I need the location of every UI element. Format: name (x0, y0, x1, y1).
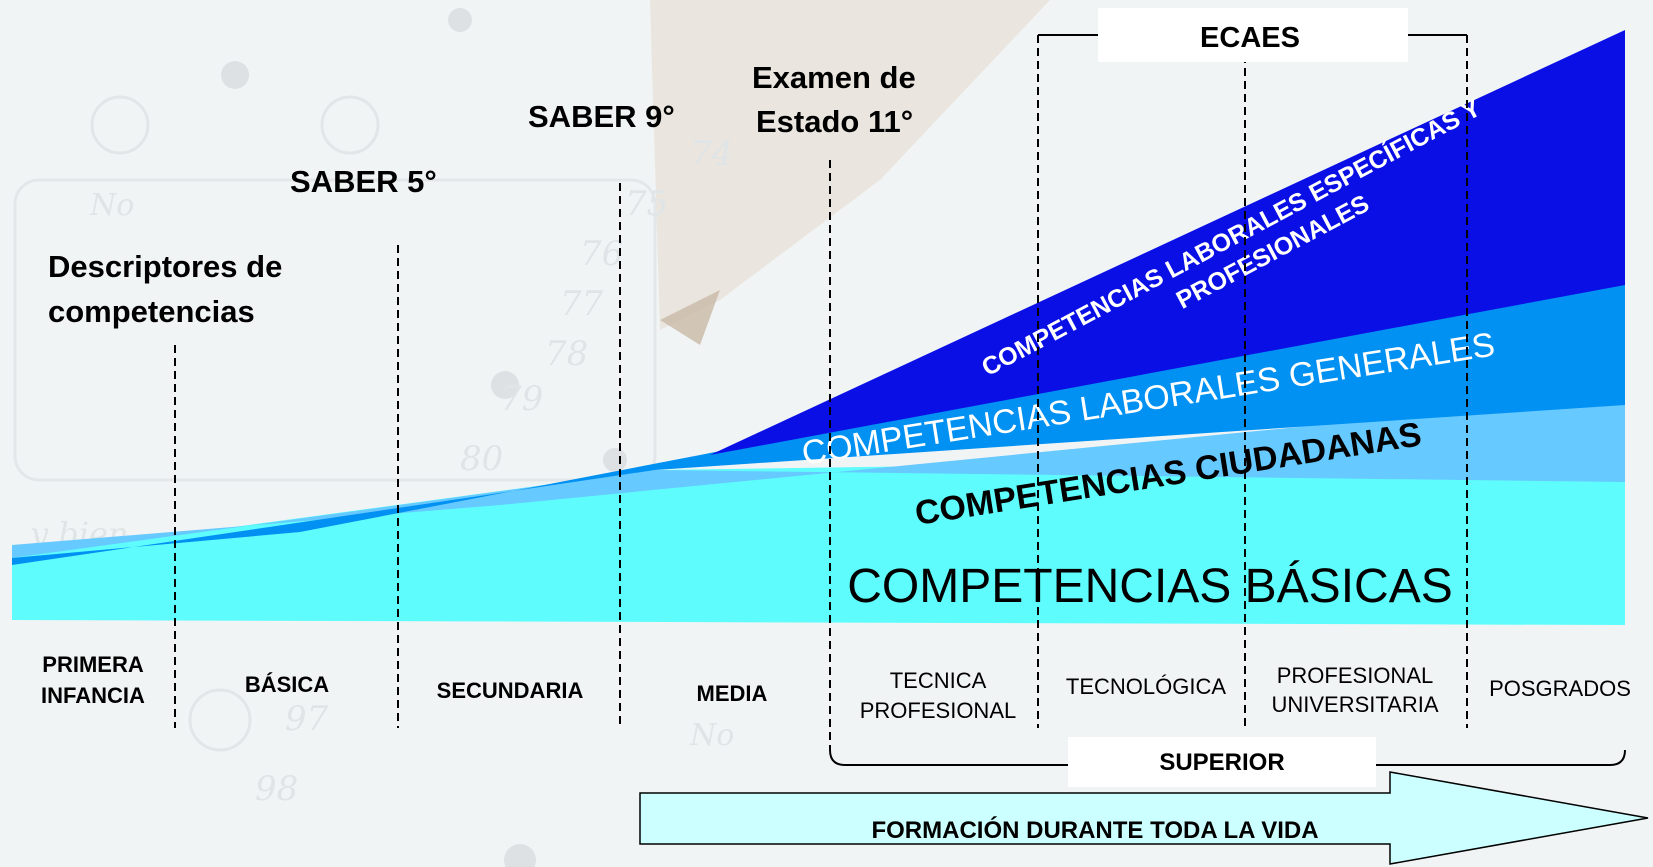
exam-label-descriptores-line1: Descriptores de (48, 249, 282, 284)
education-levels: PRIMERA INFANCIA BÁSICA SECUNDARIA MEDIA… (41, 652, 1631, 723)
ecaes-box (1098, 8, 1408, 62)
level-posgrados: POSGRADOS (1489, 676, 1631, 701)
exam-label-examen-line1: Examen de (752, 60, 916, 95)
band-competencias-laborales-generales (12, 270, 1625, 565)
superior-label: SUPERIOR (1159, 749, 1284, 776)
level-profesional-universitaria-line1: PROFESIONAL (1277, 663, 1433, 688)
level-tecnica-profesional-line2: PROFESIONAL (860, 698, 1016, 723)
level-basica: BÁSICA (245, 672, 329, 697)
bg-mark: 77 (560, 284, 604, 324)
band-competencias-basicas (12, 456, 1625, 625)
bg-mark: 79 (500, 379, 543, 419)
bg-mark: 98 (255, 769, 298, 809)
bg-mark: 76 (580, 234, 623, 274)
ecaes-bracket: ECAES (1038, 8, 1467, 62)
bg-mark: 75 (625, 184, 668, 224)
level-tecnologica: TECNOLÓGICA (1066, 674, 1226, 699)
exam-label-saber5: SABER 5° (290, 164, 437, 199)
exam-label-descriptores-line2: competencias (48, 294, 255, 329)
exam-label-ecaes: ECAES (1200, 22, 1300, 54)
band-label-basicas: COMPETENCIAS BÁSICAS (847, 560, 1452, 613)
level-separators (174, 35, 1468, 750)
lifelong-learning-arrow: FORMACIÓN DURANTE TODA LA VIDA (639, 771, 1649, 865)
level-secundaria: SECUNDARIA (437, 678, 584, 703)
band-competencias-ciudadanas (12, 395, 1625, 558)
level-profesional-universitaria-line2: UNIVERSITARIA (1271, 692, 1438, 717)
bg-mark: No (689, 718, 734, 753)
exam-label-saber9: SABER 9° (528, 99, 675, 134)
level-primera-infancia-line2: INFANCIA (41, 683, 145, 708)
superior-box (1068, 737, 1376, 787)
arrow-shape (639, 771, 1649, 865)
level-media: MEDIA (697, 681, 768, 706)
arrow-label: FORMACIÓN DURANTE TODA LA VIDA (871, 816, 1318, 844)
bg-mark: 97 (285, 699, 329, 739)
level-tecnica-profesional-line1: TECNICA (890, 668, 987, 693)
bg-mark: 78 (545, 334, 588, 374)
bg-mark: 74 (690, 134, 733, 174)
level-primera-infancia-line1: PRIMERA (42, 652, 144, 677)
band-competencias-laborales-especificas (710, 30, 1625, 455)
bg-mark: 80 (460, 439, 503, 479)
exam-label-examen-line2: Estado 11° (756, 104, 913, 139)
superior-brace: SUPERIOR (829, 737, 1626, 787)
bg-mark: No (89, 188, 134, 223)
